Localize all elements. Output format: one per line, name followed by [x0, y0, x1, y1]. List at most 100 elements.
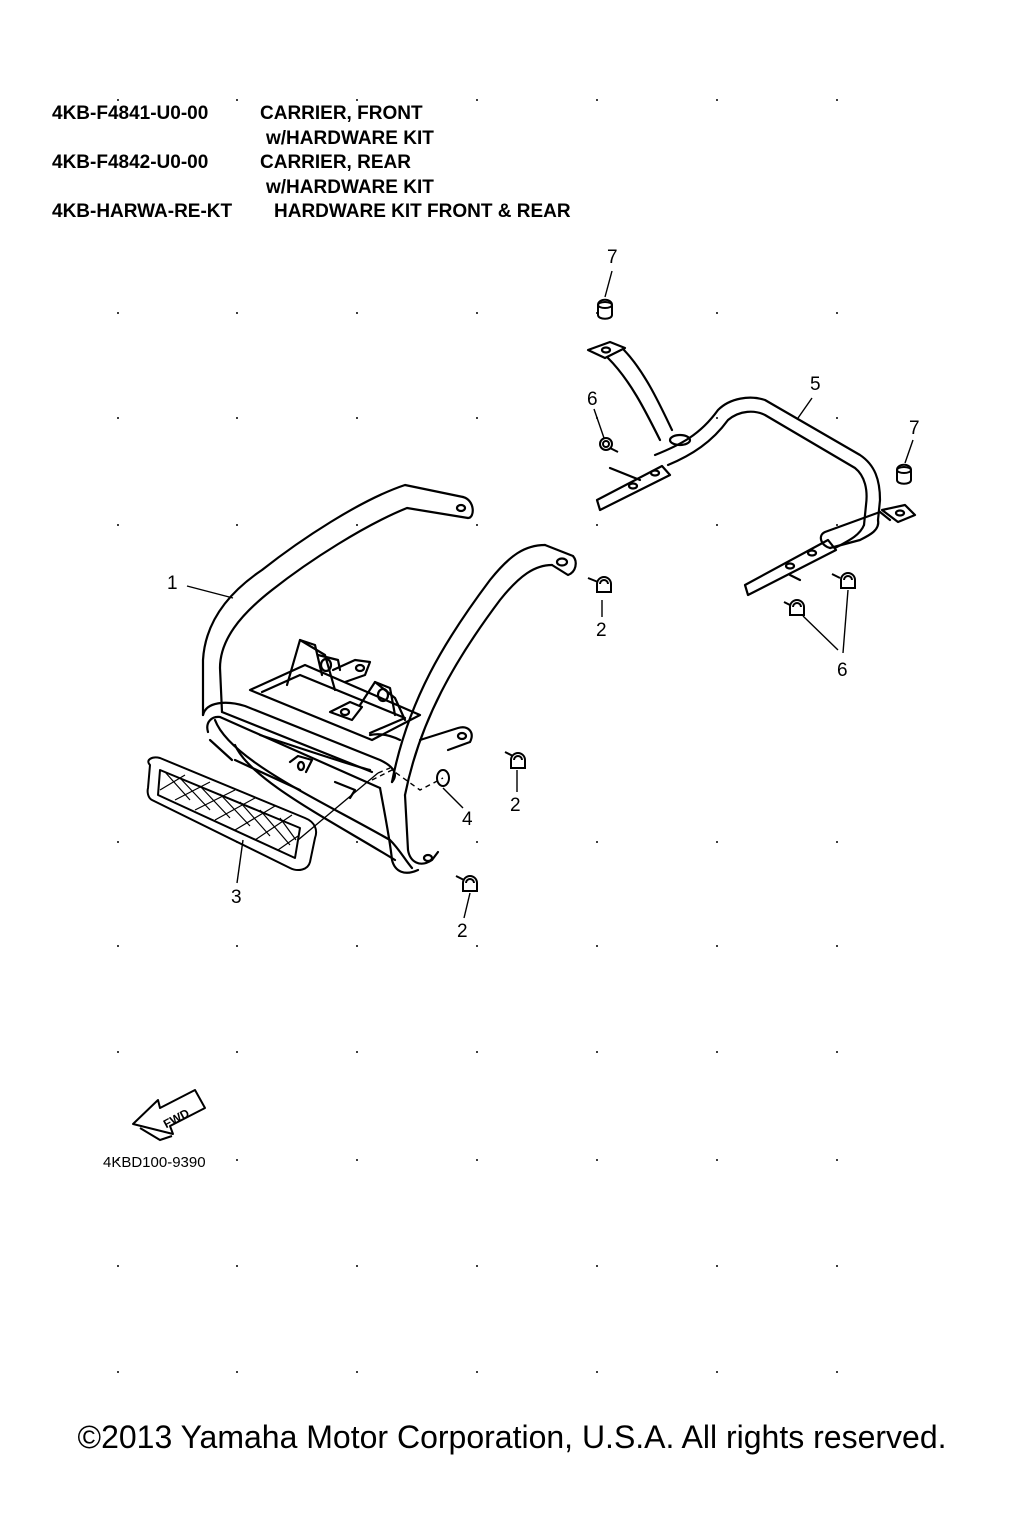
registration-dot — [356, 841, 358, 843]
copyright: ©2013 Yamaha Motor Corporation, U.S.A. A… — [77, 1419, 947, 1455]
registration-dot — [476, 841, 478, 843]
callout-3: 3 — [231, 887, 242, 908]
registration-dot — [836, 1265, 838, 1267]
registration-dot — [836, 524, 838, 526]
bolt-2-mid — [504, 751, 526, 769]
registration-dot — [356, 524, 358, 526]
registration-dot — [716, 524, 718, 526]
part-description: w/HARDWARE KIT — [266, 176, 434, 198]
registration-dot — [356, 1371, 358, 1373]
registration-dot — [476, 524, 478, 526]
callout-6: 6 — [587, 389, 598, 410]
part-number: 4KB-HARWA-RE-KT — [52, 201, 233, 222]
registration-dot — [476, 99, 478, 101]
callout-2: 2 — [457, 921, 468, 942]
callout-1: 1 — [167, 573, 178, 594]
registration-dot — [236, 1371, 238, 1373]
registration-dot — [356, 1051, 358, 1053]
registration-dot — [716, 417, 718, 419]
registration-dot — [356, 417, 358, 419]
registration-dot — [716, 1051, 718, 1053]
registration-dots — [117, 99, 838, 1373]
registration-dot — [836, 945, 838, 947]
registration-dot — [117, 1159, 119, 1161]
part-number: 4KB-F4841-U0-00 — [52, 103, 209, 124]
registration-dot — [476, 417, 478, 419]
registration-dot — [716, 841, 718, 843]
bolt-2-bottom — [455, 875, 478, 892]
diagram-code: 4KBD100-9390 — [103, 1154, 206, 1171]
registration-dot — [836, 417, 838, 419]
registration-dot — [476, 1051, 478, 1053]
registration-dot — [236, 1051, 238, 1053]
bolt-2-top — [587, 576, 612, 593]
registration-dot — [117, 312, 119, 314]
cap-7-left — [597, 298, 613, 320]
registration-dot — [236, 417, 238, 419]
hardware — [436, 298, 912, 892]
part-description: w/HARDWARE KIT — [266, 127, 434, 149]
registration-dot — [236, 945, 238, 947]
dashed-guides — [371, 767, 444, 791]
registration-dot — [596, 841, 598, 843]
part-description: CARRIER, FRONT — [260, 103, 423, 124]
registration-dot — [716, 945, 718, 947]
registration-dot — [117, 1265, 119, 1267]
registration-dot — [476, 1371, 478, 1373]
registration-dot — [596, 1265, 598, 1267]
registration-dot — [716, 312, 718, 314]
registration-dot — [117, 99, 119, 101]
registration-dot — [356, 1159, 358, 1161]
part-description: CARRIER, REAR — [260, 152, 411, 173]
callout-7: 7 — [607, 247, 618, 268]
registration-dot — [836, 1051, 838, 1053]
callout-7: 7 — [909, 418, 920, 439]
bolt-6-left — [783, 599, 805, 616]
registration-dot — [356, 99, 358, 101]
registration-dot — [236, 1159, 238, 1161]
cap-7-right — [896, 463, 912, 485]
registration-dot — [836, 841, 838, 843]
registration-dot — [117, 1051, 119, 1053]
registration-dot — [356, 945, 358, 947]
registration-dot — [836, 1371, 838, 1373]
registration-dot — [117, 945, 119, 947]
registration-dot — [236, 312, 238, 314]
registration-dot — [596, 945, 598, 947]
registration-dot — [236, 524, 238, 526]
front-carrier — [201, 483, 577, 874]
registration-dot — [117, 841, 119, 843]
registration-dot — [117, 417, 119, 419]
registration-dot — [596, 1051, 598, 1053]
registration-dot — [716, 1371, 718, 1373]
grille — [146, 756, 318, 871]
registration-dot — [716, 99, 718, 101]
registration-dot — [236, 1265, 238, 1267]
registration-dot — [117, 1371, 119, 1373]
registration-dot — [356, 312, 358, 314]
registration-dot — [476, 1265, 478, 1267]
fwd-arrow-icon: FWD — [132, 1089, 206, 1142]
registration-dot — [117, 524, 119, 526]
registration-dot — [836, 99, 838, 101]
callout-6: 6 — [837, 660, 848, 681]
registration-dot — [356, 1265, 358, 1267]
rear-carrier — [586, 340, 917, 597]
registration-dot — [836, 1159, 838, 1161]
registration-dot — [476, 312, 478, 314]
registration-dot — [476, 945, 478, 947]
bolt-6-top — [599, 437, 619, 453]
registration-dot — [836, 312, 838, 314]
registration-dot — [596, 1371, 598, 1373]
callout-2: 2 — [510, 795, 521, 816]
registration-dot — [596, 1159, 598, 1161]
registration-dot — [596, 524, 598, 526]
callout-2: 2 — [596, 620, 607, 641]
registration-dot — [716, 1265, 718, 1267]
leader-lines — [186, 270, 914, 919]
callouts: 1 2 2 2 3 4 5 6 6 7 7 — [167, 247, 920, 942]
registration-dot — [716, 1159, 718, 1161]
callout-4: 4 — [462, 809, 473, 830]
part-number: 4KB-F4842-U0-00 — [52, 152, 209, 173]
